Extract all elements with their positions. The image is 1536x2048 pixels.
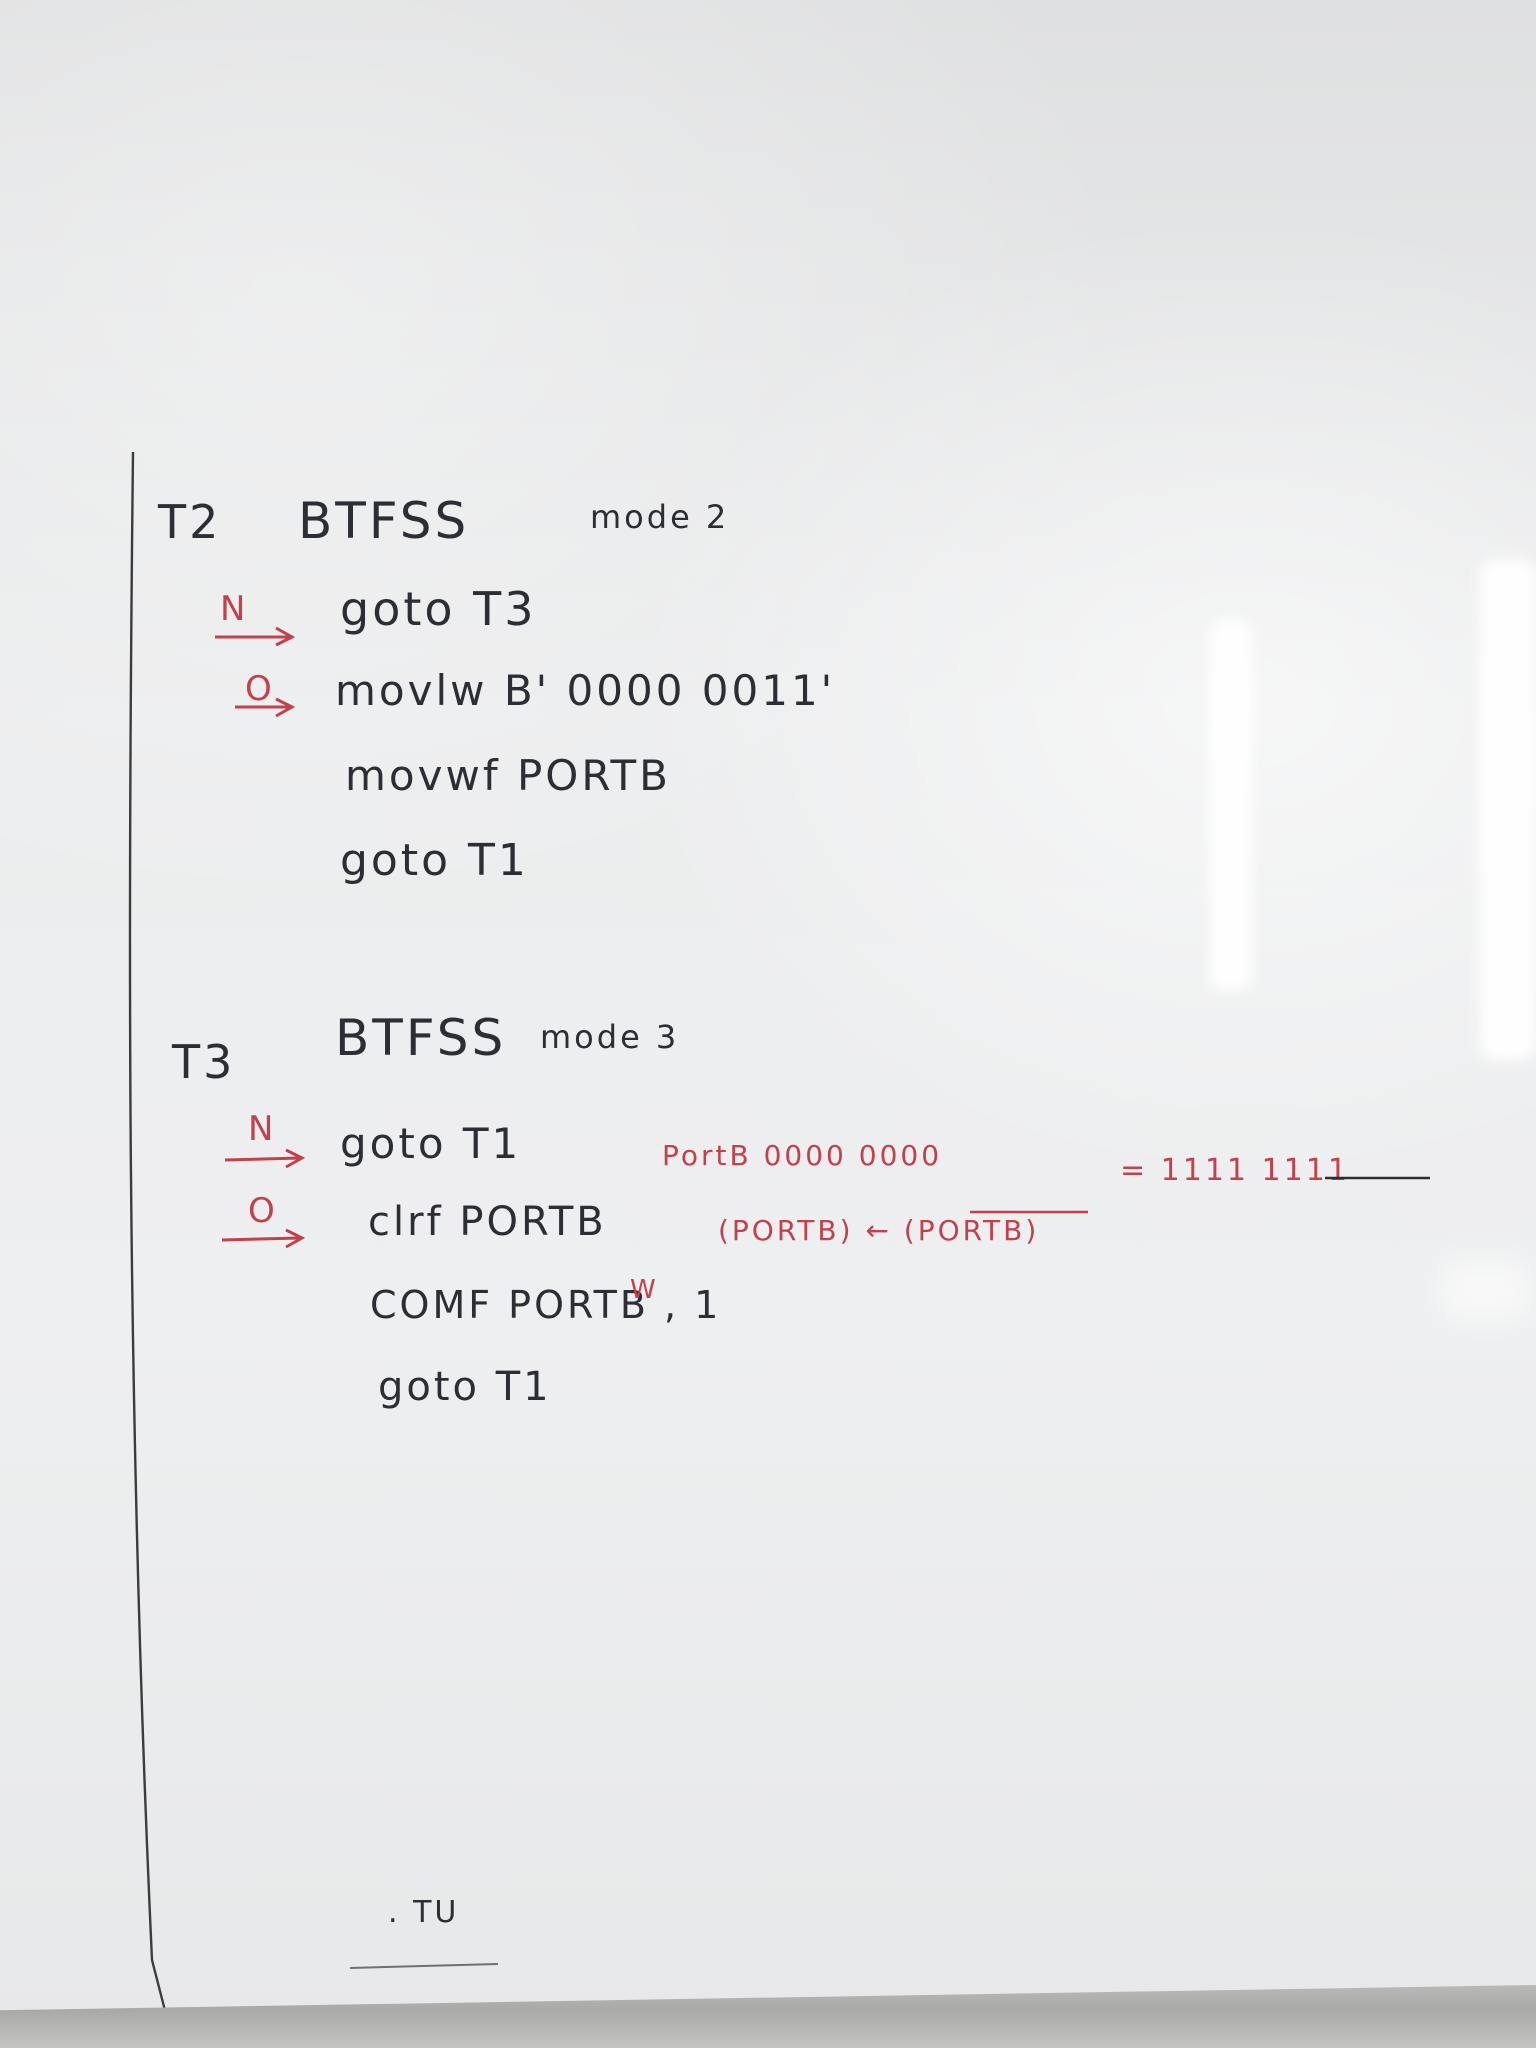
t2-branch-n: N — [220, 589, 248, 629]
t2-branch-o: O — [245, 669, 275, 709]
t3-instruction: BTFSS — [335, 1009, 506, 1067]
t3-branch-o: O — [248, 1191, 278, 1231]
annotation-portb-zero: PortB 0000 0000 — [662, 1139, 942, 1172]
t2-operand: mode 2 — [590, 498, 729, 536]
t2-line-2: movlw B' 0000 0011' — [335, 666, 835, 715]
footer-underline — [349, 1963, 499, 1969]
t2-label: T2 — [157, 495, 221, 549]
margin-line — [128, 451, 172, 2031]
t3-line-3: COMF PORTB , 1 — [370, 1283, 721, 1327]
t3-branch-n-arrow — [224, 1148, 306, 1169]
t2-line-4: goto T1 — [340, 835, 529, 886]
light-reflection — [1440, 1260, 1530, 1320]
t3-line-1: goto T1 — [340, 1119, 521, 1168]
t2-branch-o-arrow — [235, 697, 296, 718]
footer-text: . TU — [388, 1895, 459, 1930]
t3-branch-o-arrow — [221, 1228, 306, 1249]
t3-branch-n: N — [248, 1109, 276, 1149]
annotation-complement: (PORTB) ← (PORTB) — [718, 1214, 1039, 1247]
t2-instruction: BTFSS — [298, 492, 469, 550]
light-reflection — [1210, 620, 1252, 990]
t3-operand: mode 3 — [540, 1018, 679, 1056]
light-reflection — [1480, 560, 1536, 1060]
t3-label: T3 — [171, 1035, 235, 1089]
t2-line-3: movwf PORTB — [345, 751, 671, 800]
t3-line-2: clrf PORTB — [368, 1199, 607, 1245]
t2-line-1: goto T3 — [340, 582, 537, 636]
annotation-w-mark: W — [630, 1275, 659, 1305]
annotation-equals-result: = 1111 1111 — [1120, 1153, 1350, 1188]
t3-line-4: goto T1 — [378, 1364, 552, 1410]
t2-branch-n-arrow — [215, 626, 296, 647]
